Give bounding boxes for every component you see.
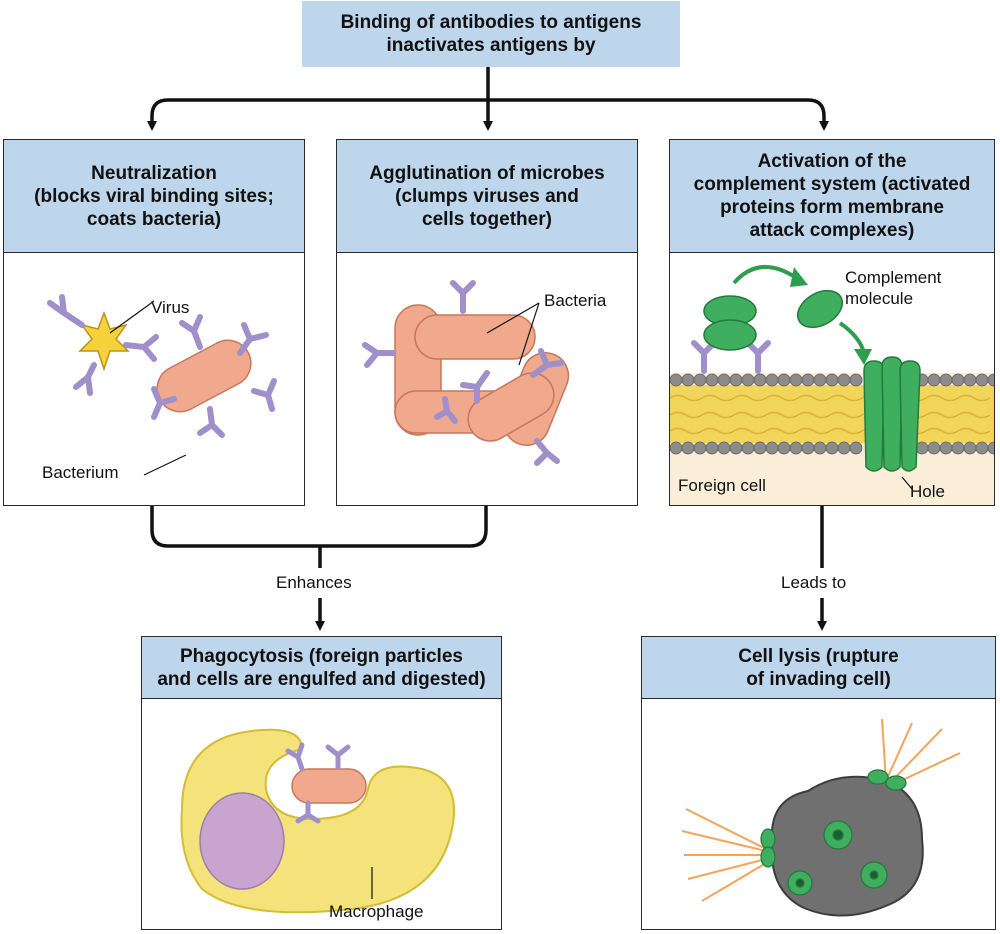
agglutination-illustration [362,280,570,466]
agglutination-header-line-2: (clumps viruses and [395,185,579,207]
phagocytosis-header: Phagocytosis (foreign particles and cell… [142,637,501,699]
pore-icons [760,769,907,896]
bacteria-cluster-icon [394,304,570,446]
leads-to-label: Leads to [781,573,847,592]
complement-arrowhead-2 [854,349,872,365]
left-bracket [150,505,488,548]
nucleus-icon [199,792,285,890]
neutralization-header-line-3: coats bacteria) [86,208,222,230]
neutralization-header-line-2: (blocks viral binding sites; [34,185,274,207]
complement-header: Activation of the complement system (act… [670,140,994,253]
phagocytosis-header-line-1: Phagocytosis (foreign particles [180,645,463,667]
complement-header-line-2: complement system (activated [693,174,971,195]
bacterium-label: Bacterium [42,463,119,482]
antibody-icons-agglutination [362,280,564,466]
title-line-1: Binding of antibodies to antigens [340,12,642,33]
virus-label: Virus [151,298,190,317]
phagocytosis-illustration [180,728,455,914]
membrane-attack-complex-icon [863,356,921,472]
complement-arrowhead-1 [790,267,808,287]
lysis-header: Cell lysis (rupture of invading cell) [642,637,995,699]
title-line-2: inactivates antigens by [386,35,596,56]
antibody-icons-phagocytosis [285,742,351,824]
complement-box: Activation of the complement system (act… [669,139,995,506]
agglutination-header: Agglutination of microbes (clumps viruse… [337,140,637,253]
complement-header-line-3: proteins form membrane [720,197,944,218]
lysis-box: Cell lysis (rupture of invading cell) [641,636,996,930]
lysis-illustration [681,718,961,917]
lysis-header-line-1: Cell lysis (rupture [738,645,899,667]
bacterium-pointer [143,454,187,476]
neutralization-box: Neutralization (blocks viral binding sit… [3,139,305,506]
complement-header-line-4: attack complexes) [749,220,915,241]
bacteria-pointer-2 [518,302,540,366]
foreign-cell-label: Foreign cell [678,476,766,495]
diagram-title: Binding of antibodies to antigens inacti… [302,1,680,67]
neutralization-illustration [47,294,277,476]
lysis-header-line-2: of invading cell) [746,668,891,690]
hole-label: Hole [910,482,945,501]
neutralization-header-line-1: Neutralization [91,162,217,184]
virus-icon [78,310,130,372]
neutralization-header: Neutralization (blocks viral binding sit… [4,140,304,253]
lipid-bilayer-icon [670,373,994,455]
complement-header-line-1: Activation of the [757,151,907,172]
enhances-label: Enhances [276,573,352,592]
phagocytosis-box: Phagocytosis (foreign particles and cell… [141,636,502,930]
complement-illustration [670,264,994,505]
hole-pointer [901,476,913,490]
bacteria-pointer-1 [486,302,540,334]
antibody-icons-bacterium [151,314,277,438]
phagocytosis-header-line-2: and cells are engulfed and digested) [157,668,486,690]
complement-molecule-label: Complement molecule [845,267,941,309]
agglutination-header-line-1: Agglutination of microbes [369,162,605,184]
complement-label-line-1: Complement [845,268,942,287]
bound-complement-icon [703,295,757,351]
bacteria-label: Bacteria [544,291,607,310]
virus-pointer [109,300,155,334]
engulfed-bacterium-icon [291,768,367,804]
antibody-icons-virus [47,294,159,396]
macrophage-label: Macrophage [329,902,424,921]
title-to-left-arrow [147,98,488,131]
complement-label-line-2: molecule [845,289,914,308]
title-to-right-arrow [488,98,829,131]
agglutination-box: Agglutination of microbes (clumps viruse… [336,139,638,506]
complement-molecule-icon [796,289,844,329]
agglutination-header-line-3: cells together) [422,208,552,230]
